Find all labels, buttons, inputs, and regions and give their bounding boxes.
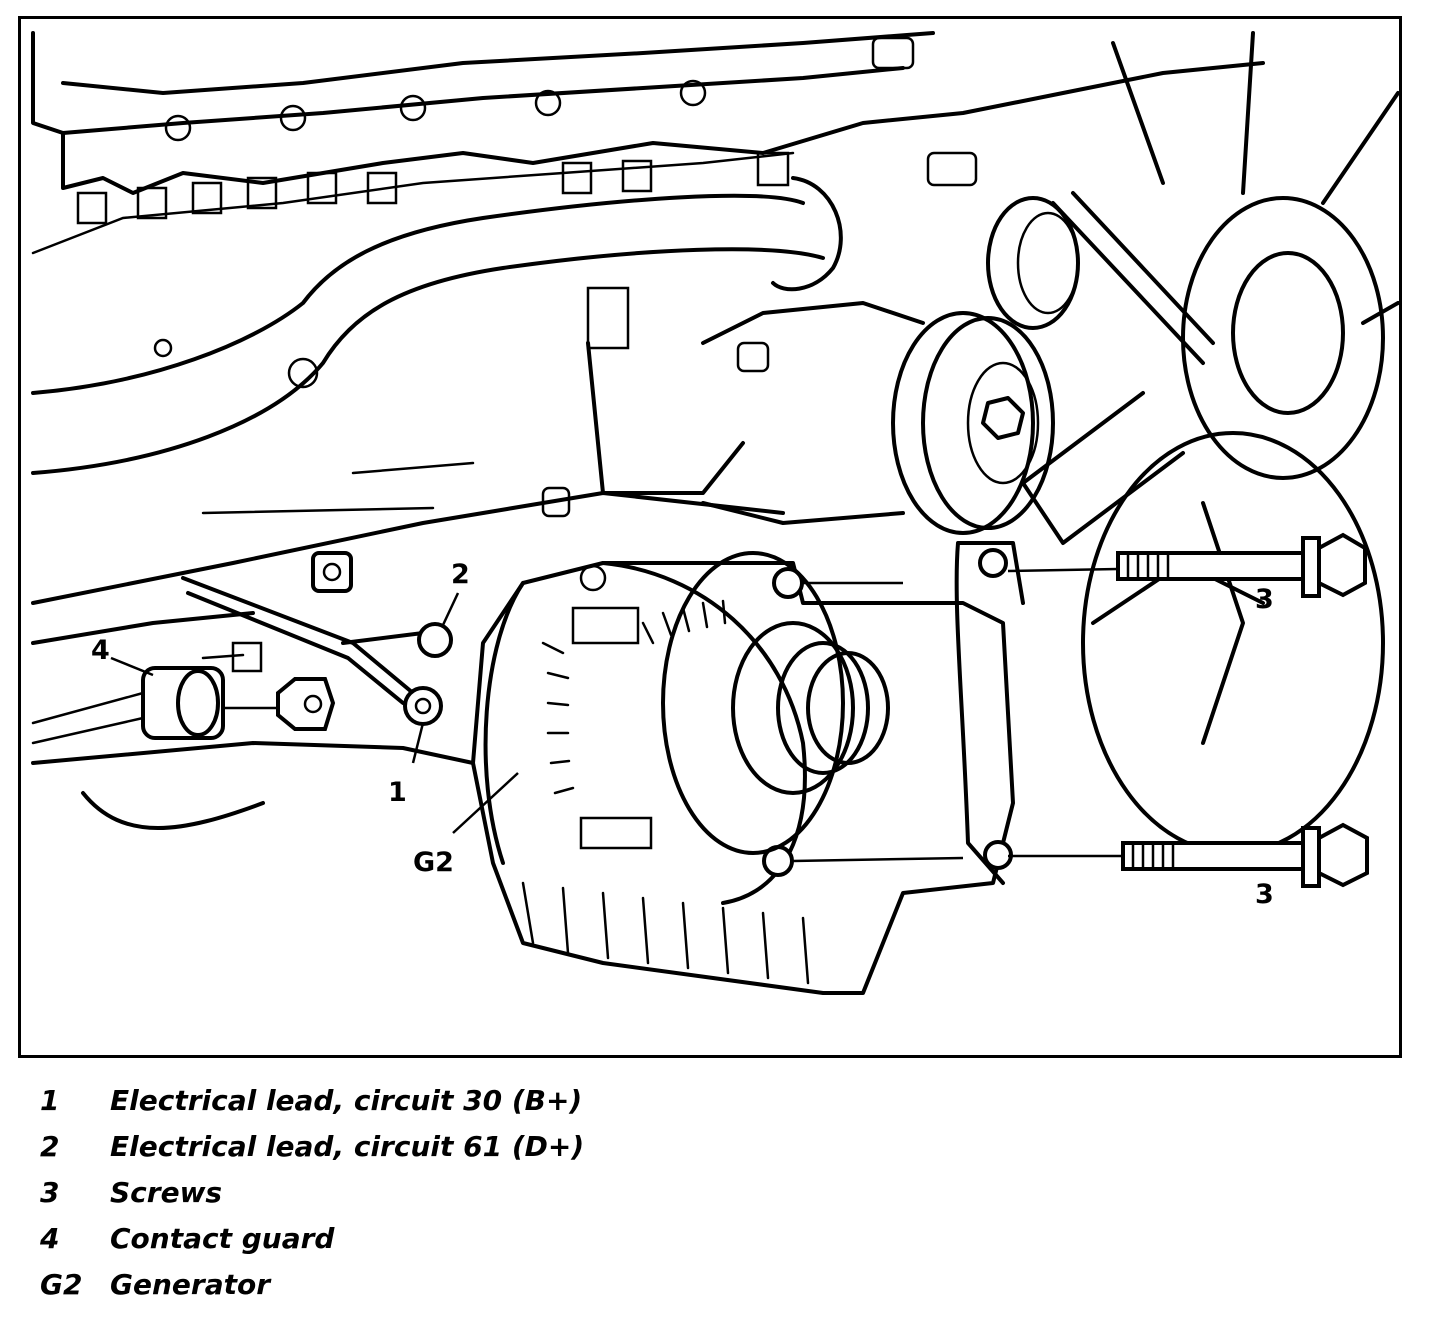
cylinder-head	[31, 31, 1265, 255]
leader-lines	[110, 567, 1123, 863]
pulley-assembly	[701, 196, 1080, 535]
legend-number: 2	[40, 1130, 60, 1163]
electrical-leads	[181, 576, 453, 726]
legend-number: 4	[40, 1222, 60, 1255]
mounting-bracket	[954, 541, 1025, 885]
engine-block	[31, 286, 785, 830]
legend-number: G2	[40, 1268, 83, 1301]
legend-description: Contact guard	[110, 1222, 335, 1255]
callout-3-lower: 3	[1255, 879, 1274, 910]
generator-body	[471, 551, 1015, 995]
generator-installation-diagram: 1 2 3 3 4 G2	[18, 16, 1402, 1058]
legend-description: Electrical lead, circuit 30 (B+)	[110, 1084, 583, 1117]
screw-upper	[1116, 532, 1367, 598]
legend-description: Electrical lead, circuit 61 (D+)	[110, 1130, 585, 1163]
callout-2: 2	[451, 559, 470, 590]
cooling-fan	[1021, 31, 1399, 855]
callout-g2: G2	[413, 847, 454, 878]
callout-3-upper: 3	[1255, 584, 1274, 615]
contact-guard	[141, 666, 336, 740]
screw-lower	[1121, 822, 1369, 888]
line-drawing: 1 2 3 3 4 G2	[31, 31, 1399, 995]
legend-description: Generator	[110, 1268, 271, 1301]
legend-number: 1	[40, 1084, 60, 1117]
coolant-hose	[31, 176, 843, 475]
callout-1: 1	[388, 777, 407, 808]
callout-4: 4	[91, 635, 110, 666]
legend-description: Screws	[110, 1176, 223, 1209]
manifold-bolts	[76, 151, 790, 225]
legend-number: 3	[40, 1176, 60, 1209]
